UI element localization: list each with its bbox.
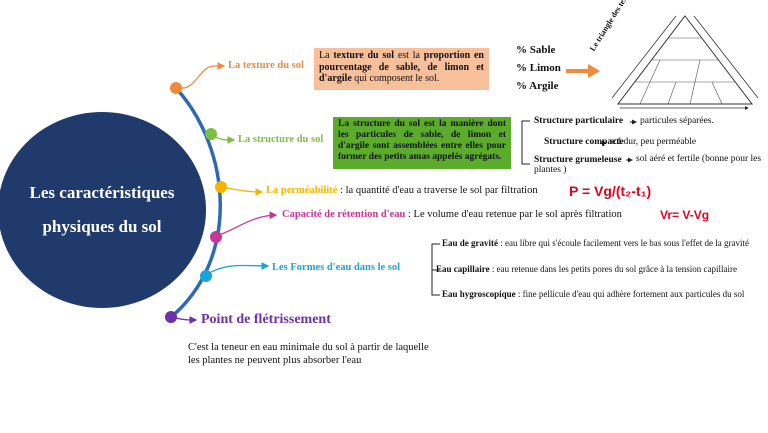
structure-desc-grumeleuse: sol aéré et fertile (bonne pour les plan… <box>534 154 762 175</box>
retention-node-dot <box>210 231 222 243</box>
retention-line: Capacité de rétention d'eau : Le volume … <box>282 209 622 220</box>
center-title-line1: Les caractéristiques <box>29 183 175 202</box>
structure-desc-particulaire: particules séparées. <box>640 116 714 126</box>
formes-eau-label: Les Formes d'eau dans le sol <box>272 262 401 273</box>
center-title-line2: physiques du sol <box>42 217 162 236</box>
permeabilite-label: La perméabilité <box>266 185 338 196</box>
texture-arrow <box>566 64 600 78</box>
retention-text: Le volume d'eau retenue par le sol après… <box>413 209 622 220</box>
permeabilite-text: la quantité d'eau a traverse le sol par … <box>345 185 538 196</box>
texture-item-sable: % Sable <box>516 44 556 56</box>
center-circle: Les caractéristiques physiques du sol <box>0 112 206 308</box>
fletrissement-connector <box>175 316 198 324</box>
structure-type-grumeleuse: Structure grumeleuse <box>534 155 622 165</box>
retention-formula: Vr= V-Vg <box>660 208 710 222</box>
retention-label: Capacité de rétention d'eau <box>282 209 406 220</box>
structure-definition-box: La structure du sol est la manière dont … <box>333 117 511 169</box>
texture-node-dot <box>170 82 182 94</box>
permeabilite-node-dot <box>215 181 227 193</box>
structure-node-dot <box>205 128 217 140</box>
structure-type-particulaire: Structure particulaire <box>534 116 624 126</box>
eau-capillaire: Eau capillaire : eau retenue dans les pe… <box>436 264 738 274</box>
permeabilite-formula: P = Vg/(t₂-t₁) <box>569 183 652 199</box>
structure-label: La structure du sol <box>238 134 324 145</box>
texture-triangle-icon <box>611 15 759 110</box>
permeabilite-connector <box>221 186 264 196</box>
texture-definition-box: La texture du sol est la proportion en p… <box>314 48 489 90</box>
fletrissement-definition: C'est la teneur en eau minimale du sol à… <box>188 342 429 366</box>
texture-item-argile: % Argile <box>516 80 559 92</box>
structure-bracket <box>521 120 530 165</box>
eau-gravite: Eau de gravité : eau libre qui s'écoule … <box>442 238 749 248</box>
fletrissement-label: Point de flétrissement <box>201 312 331 327</box>
texture-connector <box>179 62 226 89</box>
texture-label: La texture du sol <box>228 60 304 71</box>
eau-hygroscopique: Eau hygroscopique : fine pellicule d'eau… <box>442 289 745 299</box>
retention-connector <box>215 211 278 237</box>
texture-item-limon: % Limon <box>516 62 561 74</box>
formes-eau-node-dot <box>200 270 212 282</box>
structure-type-compacte: Structure compacte <box>544 137 624 147</box>
structure-desc-compacte: sol dur, peu perméable <box>610 137 697 147</box>
formes-eau-connector <box>205 262 270 276</box>
fletrissement-node-dot <box>165 311 177 323</box>
spine-arc <box>168 86 222 320</box>
permeabilite-line: La perméabilité : la quantité d'eau a tr… <box>266 185 538 196</box>
